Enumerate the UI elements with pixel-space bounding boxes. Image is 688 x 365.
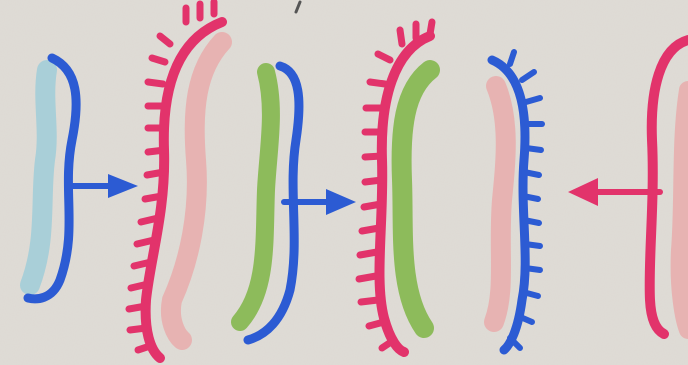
pink-strand: [680, 90, 688, 330]
pink-strand: [494, 86, 506, 322]
